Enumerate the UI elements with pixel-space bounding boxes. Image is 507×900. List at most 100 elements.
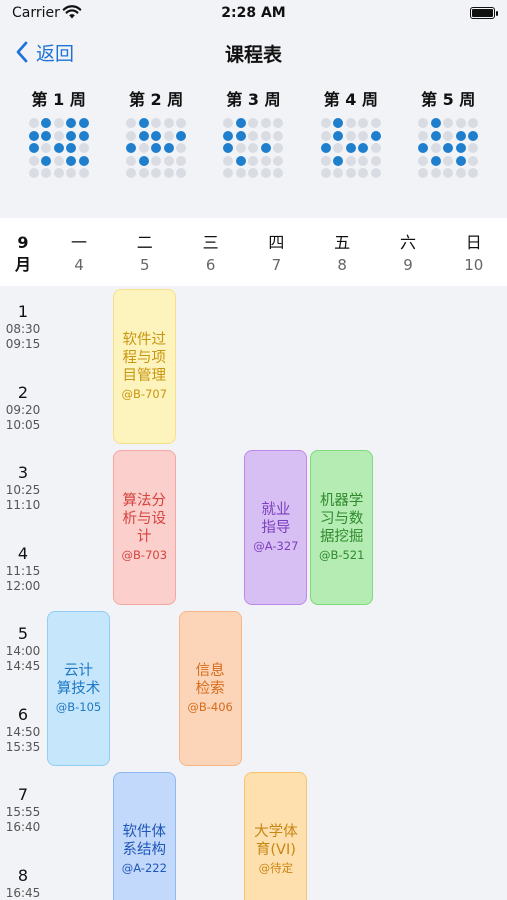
page-title: 课程表 xyxy=(224,44,282,66)
course-name: 机器学 xyxy=(319,493,364,509)
week-3[interactable]: 第 3 周 xyxy=(213,86,293,186)
dot-active xyxy=(53,143,64,153)
dot-inactive xyxy=(235,168,246,178)
dot-inactive xyxy=(126,130,137,141)
dot-active xyxy=(176,130,187,141)
period-8: 816:4517:30 xyxy=(0,866,46,900)
day-date: 9 xyxy=(403,256,413,274)
dot-active xyxy=(455,143,466,153)
course-name: 系结构 xyxy=(122,842,167,858)
week-1[interactable]: 第 1 周 xyxy=(19,86,99,186)
course-room: @B-707 xyxy=(121,387,168,401)
dot-active xyxy=(138,118,149,128)
course-name: 云计 xyxy=(64,663,93,679)
period-start: 14:00 xyxy=(5,644,41,658)
dot-active xyxy=(260,143,271,153)
week-2[interactable]: 第 2 周 xyxy=(116,86,196,186)
dot-inactive xyxy=(370,155,381,166)
dot-inactive xyxy=(151,118,162,128)
back-button[interactable]: 返回 xyxy=(14,38,74,66)
day-name: 一 xyxy=(70,233,87,252)
dot-inactive xyxy=(468,118,479,128)
day-date: 5 xyxy=(140,256,150,274)
period-start: 16:45 xyxy=(5,885,41,900)
dot-inactive xyxy=(260,130,271,141)
course-card[interactable]: 机器学习与数据挖掘@B-521 xyxy=(310,450,374,605)
day-name: 日 xyxy=(465,233,482,252)
course-card[interactable]: 软件体系结构@A-222 xyxy=(112,772,176,900)
course-card[interactable]: 就业指导@A-327 xyxy=(244,450,308,605)
period-end: 16:40 xyxy=(5,820,41,834)
period-number: 5 xyxy=(17,624,29,643)
course-name: 就业 xyxy=(261,502,291,518)
clock-time: 2:28 AM xyxy=(221,5,286,21)
dot-inactive xyxy=(176,118,187,128)
dot-active xyxy=(455,155,466,166)
course-room: @B-703 xyxy=(121,548,168,562)
dot-inactive xyxy=(163,155,174,166)
dot-active xyxy=(138,155,149,166)
course-card[interactable]: 信息检索@B-406 xyxy=(178,611,242,766)
dot-inactive xyxy=(163,118,174,128)
dot-active xyxy=(151,130,162,141)
dot-inactive xyxy=(126,155,137,166)
dot-inactive xyxy=(248,168,259,178)
dot-active xyxy=(235,130,246,141)
dot-inactive xyxy=(248,155,259,166)
period-end: 15:35 xyxy=(5,739,41,754)
dot-active xyxy=(163,143,174,153)
dot-inactive xyxy=(126,118,137,128)
course-room: @B-521 xyxy=(318,548,365,562)
day-date: 8 xyxy=(337,256,347,274)
week-label: 第 3 周 xyxy=(226,90,281,109)
dot-inactive xyxy=(273,130,284,141)
period-start: 09:20 xyxy=(5,402,41,417)
dot-inactive xyxy=(320,168,331,178)
week-4[interactable]: 第 4 周 xyxy=(311,86,391,186)
dot-inactive xyxy=(151,168,162,178)
course-card[interactable]: 软件过程与项目管理@B-707 xyxy=(112,289,176,444)
dot-inactive xyxy=(28,155,39,166)
course-name: 析与设 xyxy=(122,511,167,527)
course-card[interactable]: 算法分析与设计@B-703 xyxy=(112,450,176,605)
dot-inactive xyxy=(53,155,64,166)
dot-inactive xyxy=(443,168,454,178)
dot-inactive xyxy=(468,168,479,178)
dot-inactive xyxy=(273,168,284,178)
dot-inactive xyxy=(53,118,64,128)
dot-inactive xyxy=(418,155,429,166)
dot-inactive xyxy=(273,143,284,153)
dot-inactive xyxy=(430,143,441,153)
day-date: 10 xyxy=(464,256,484,274)
dot-inactive xyxy=(443,118,454,128)
week-label: 第 4 周 xyxy=(323,90,378,109)
dot-inactive xyxy=(358,130,369,141)
dot-active xyxy=(66,155,77,166)
month-label: 9 月 xyxy=(0,232,46,276)
month-unit: 月 xyxy=(14,255,31,274)
dot-inactive xyxy=(333,168,344,178)
dot-inactive xyxy=(223,155,234,166)
course-room: @B-406 xyxy=(187,700,233,714)
period-end: 10:05 xyxy=(5,417,41,432)
dot-inactive xyxy=(223,118,234,128)
dot-inactive xyxy=(66,168,77,178)
course-name: 检索 xyxy=(195,681,225,697)
dot-active xyxy=(78,130,89,141)
week-5[interactable]: 第 5 周 xyxy=(408,86,488,186)
battery-cap xyxy=(496,11,498,16)
dot-inactive xyxy=(138,168,149,178)
chevron-left-icon xyxy=(16,41,28,63)
dot-active xyxy=(151,143,162,153)
course-card[interactable]: 云计算技术@B-105 xyxy=(47,611,110,766)
period-start: 14:50 xyxy=(5,724,41,739)
course-card[interactable]: 大学体育(VI)@待定 xyxy=(244,772,308,900)
dot-inactive xyxy=(176,155,187,166)
dot-inactive xyxy=(248,130,259,141)
course-name: 目管理 xyxy=(122,368,167,384)
course-name: 据挖掘 xyxy=(319,529,364,545)
